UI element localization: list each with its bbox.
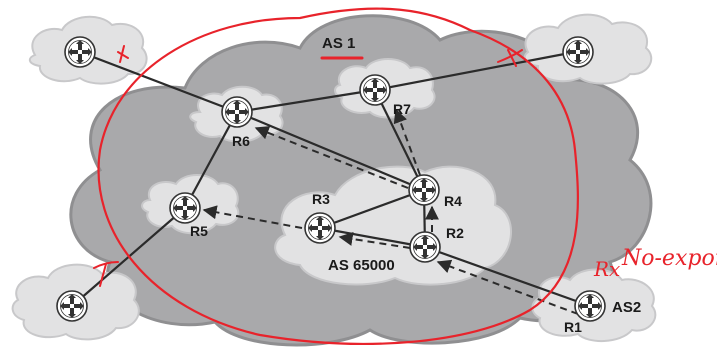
link-r6-r7 [236, 88, 376, 114]
link-ext-topleft-r6 [79, 50, 238, 114]
router-icon [408, 174, 440, 206]
router-ext-topleft[interactable] [64, 36, 96, 68]
router-r7-label: R7 [393, 101, 411, 117]
cut-mark-topleft [117, 45, 129, 63]
link-r6-r5 [184, 111, 238, 209]
annotations [93, 7, 579, 345]
router-r3-label: R3 [312, 191, 330, 207]
link-r7-ext-topright [374, 50, 576, 92]
router-icon [304, 212, 336, 244]
rx-annotation: Rx [593, 257, 620, 281]
router-r7[interactable] [359, 74, 391, 106]
cut-mark-bottomleft [93, 261, 119, 287]
as65000-label: AS 65000 [328, 257, 395, 274]
as1-label: AS 1 [322, 35, 355, 52]
link-r2-r1 [424, 245, 591, 308]
router-r1[interactable] [574, 290, 606, 322]
router-r2[interactable] [409, 231, 441, 263]
no-export-annotation: No-export [621, 246, 717, 271]
advert-r4-to-r6 [254, 126, 409, 189]
router-r4-label: R4 [444, 193, 462, 209]
cut-mark-topright [497, 49, 523, 67]
router-r3[interactable] [304, 212, 336, 244]
router-icon [562, 36, 594, 68]
as2-label: AS2 [612, 299, 641, 316]
link-r3-r4 [319, 188, 425, 230]
router-r5[interactable] [169, 192, 201, 224]
as65000-cloud [274, 165, 512, 286]
router-r6[interactable] [221, 96, 253, 128]
router-icon [56, 290, 88, 322]
advert-r3-to-r5 [202, 205, 303, 229]
link-r3-r2 [319, 226, 426, 249]
labels: AS 1 AS 65000 AS2 R1 R2 R3 R4 R5 R6 R7 [190, 35, 641, 335]
router-r6-label: R6 [232, 133, 250, 149]
router-icon [64, 36, 96, 68]
router-icon [409, 231, 441, 263]
route-advertisements [202, 108, 579, 315]
router-icon [574, 290, 606, 322]
router-icon [221, 96, 253, 128]
router-r2-label: R2 [446, 225, 464, 241]
router-r5-label: R5 [190, 223, 208, 239]
router-ext-topright[interactable] [562, 36, 594, 68]
as1-boundary-circle [97, 7, 579, 345]
annotation-text: Rx No-export [593, 246, 717, 281]
router-r4[interactable] [408, 174, 440, 206]
router-r1-label: R1 [564, 319, 582, 335]
link-r7-r4 [374, 89, 425, 191]
link-r6-r4 [236, 110, 425, 192]
router-icon [169, 192, 201, 224]
advert-r1-to-r2 [436, 259, 579, 315]
router-icon [359, 74, 391, 106]
router-ext-bottomleft[interactable] [56, 290, 88, 322]
